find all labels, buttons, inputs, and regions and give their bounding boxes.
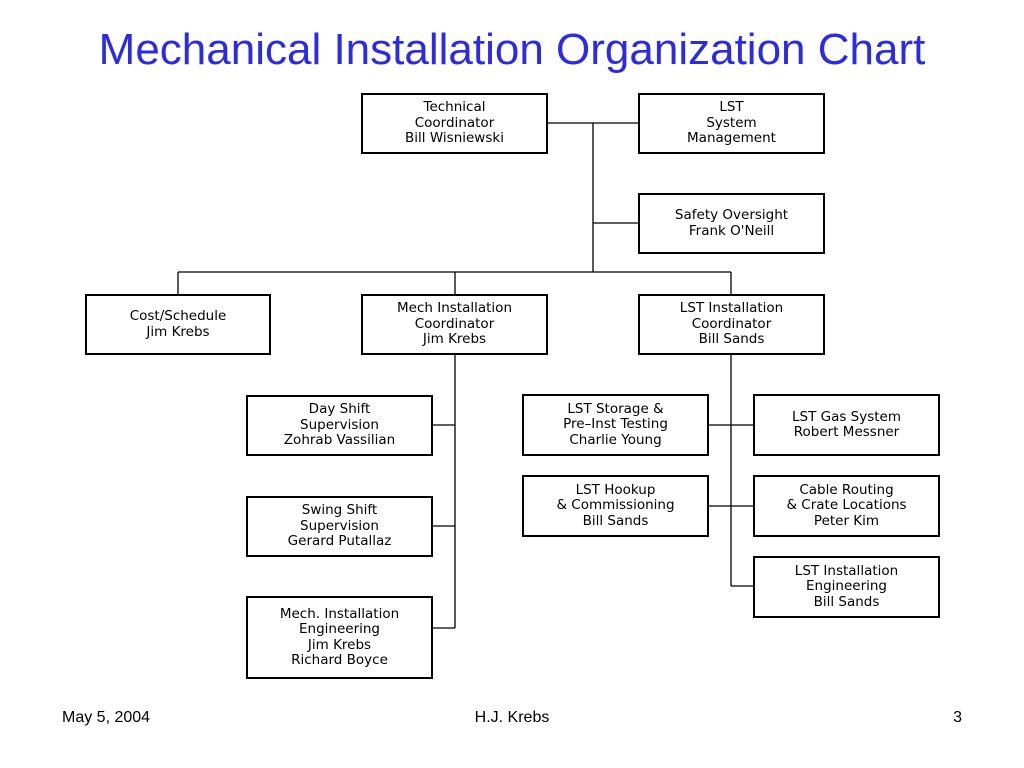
box-text: Charlie Young	[569, 431, 662, 448]
box-text: LST	[719, 99, 744, 116]
box-cable-routing: Cable Routing & Crate Locations Peter Ki…	[753, 475, 940, 537]
box-text: Pre–Inst Testing	[563, 416, 668, 433]
box-lst-gas-system: LST Gas System Robert Messner	[753, 394, 940, 456]
box-lst-system-management: LST System Management	[638, 93, 825, 154]
box-text: Jim Krebs	[422, 331, 487, 348]
box-text: Swing Shift	[301, 502, 378, 519]
box-text: Coordinator	[691, 315, 772, 332]
footer-page-number: 3	[953, 709, 962, 726]
box-text: Cost/Schedule	[129, 308, 227, 324]
box-technical-coordinator: Technical Coordinator Bill Wisniewski	[361, 93, 548, 154]
box-text: Bill Sands	[813, 593, 880, 610]
box-text: Safety Oversight	[674, 207, 789, 223]
box-mech-installation-coordinator: Mech Installation Coordinator Jim Krebs	[361, 294, 548, 355]
box-cost-schedule: Cost/Schedule Jim Krebs	[85, 294, 271, 355]
box-safety-oversight: Safety Oversight Frank O'Neill	[638, 193, 825, 254]
box-text: Bill Sands	[698, 331, 765, 348]
box-text: System	[706, 114, 757, 131]
box-text: Robert Messner	[793, 424, 900, 440]
footer-date: May 5, 2004	[62, 709, 151, 726]
box-lst-installation-coordinator: LST Installation Coordinator Bill Sands	[638, 294, 825, 355]
box-text: Engineering	[299, 621, 380, 637]
box-text: Peter Kim	[813, 512, 880, 529]
box-text: & Commissioning	[556, 497, 675, 514]
box-text: LST Installation	[794, 562, 899, 579]
box-text: Richard Boyce	[291, 652, 388, 668]
box-swing-shift-supervision: Swing Shift Supervision Gerard Putallaz	[246, 496, 433, 557]
box-text: Mech. Installation	[279, 605, 400, 622]
box-lst-storage-testing: LST Storage & Pre–Inst Testing Charlie Y…	[522, 394, 709, 456]
box-lst-hookup-commissioning: LST Hookup & Commissioning Bill Sands	[522, 475, 709, 537]
box-text: Day Shift	[308, 401, 371, 418]
box-text: LST Installation	[679, 300, 784, 317]
box-text: Supervision	[300, 517, 379, 534]
box-text: Coordinator	[414, 114, 495, 131]
page-title: Mechanical Installation Organization Cha…	[98, 25, 926, 74]
box-text: Supervision	[300, 416, 379, 433]
box-text: Coordinator	[414, 315, 495, 332]
box-day-shift-supervision: Day Shift Supervision Zohrab Vassilian	[246, 395, 433, 456]
footer-author: H.J. Krebs	[474, 709, 550, 726]
box-text: Cable Routing	[799, 481, 894, 498]
box-text: Zohrab Vassilian	[283, 432, 396, 449]
box-text: Gerard Putallaz	[287, 533, 392, 550]
box-text: Frank O'Neill	[688, 222, 775, 239]
box-text: Management	[687, 130, 776, 147]
box-text: Mech Installation	[397, 300, 512, 317]
box-text: Jim Krebs	[307, 636, 372, 653]
box-mech-installation-engineering: Mech. Installation Engineering Jim Krebs…	[246, 596, 433, 679]
box-text: & Crate Locations	[786, 497, 907, 514]
box-lst-installation-engineering: LST Installation Engineering Bill Sands	[753, 556, 940, 618]
box-text: LST Hookup	[575, 481, 656, 498]
box-text: Jim Krebs	[146, 323, 210, 340]
box-text: LST Gas System	[791, 408, 902, 425]
box-text: Technical	[423, 99, 486, 116]
box-text: Bill Wisniewski	[405, 130, 504, 147]
box-text: LST Storage &	[567, 400, 664, 417]
box-text: Bill Sands	[582, 512, 649, 529]
box-text: Engineering	[806, 578, 887, 595]
